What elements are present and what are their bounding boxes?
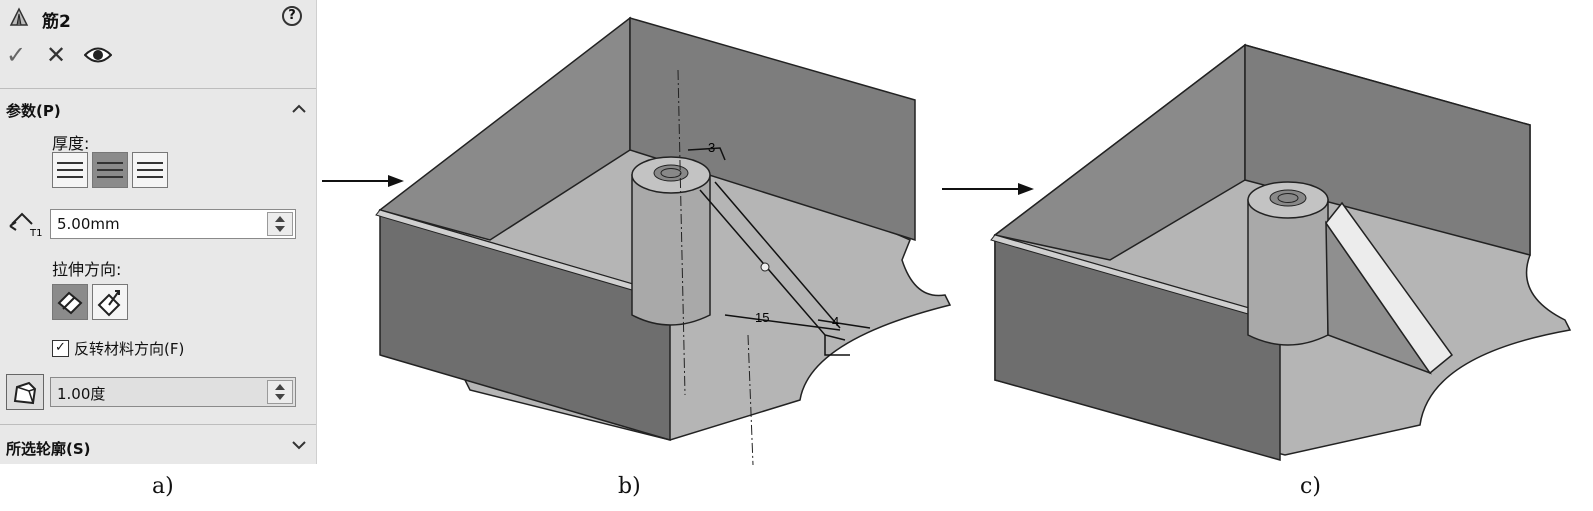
- thickness-input[interactable]: 5.00mm: [50, 209, 296, 239]
- dimension-15: 15: [755, 310, 769, 325]
- close-icon[interactable]: ✕: [46, 41, 67, 69]
- thickness-icon: T1: [9, 212, 42, 238]
- draft-angle-spinner[interactable]: [267, 380, 293, 404]
- draft-angle-input[interactable]: 1.00度: [50, 377, 296, 407]
- thickness-first-side-button[interactable]: [52, 152, 88, 188]
- flip-material-label: 反转材料方向(F): [74, 340, 185, 358]
- section-parameters-title[interactable]: 参数(P): [6, 102, 61, 120]
- panel-header: 筋2 ?: [0, 2, 316, 32]
- parallel-to-sketch-button[interactable]: [52, 284, 88, 320]
- section-selected-contours-title[interactable]: 所选轮廓(S): [6, 440, 91, 458]
- rib-sketch-lines: [687, 147, 871, 356]
- rib-feature-icon: [9, 7, 29, 26]
- centerline: [747, 334, 754, 466]
- rib-property-manager: 筋2 ? ✓ ✕ 参数(P) 厚度: T1 5.00mm 拉伸方向:: [0, 0, 317, 464]
- dimension-3: 3: [708, 140, 715, 155]
- boss-cylinder: [1247, 199, 1329, 346]
- svg-text:T1: T1: [29, 228, 42, 238]
- rib-sketch-view: 3 15 4: [375, 16, 952, 466]
- caption-b: b): [618, 474, 641, 499]
- panel-title: 筋2: [42, 12, 71, 32]
- divider: [0, 88, 316, 89]
- caption-c: c): [1300, 474, 1321, 499]
- thickness-mode-group: [52, 152, 172, 190]
- arrow-right-icon: [322, 175, 404, 187]
- normal-to-sketch-button[interactable]: [92, 284, 128, 320]
- right-wall: [629, 17, 916, 242]
- centerline: [677, 69, 686, 396]
- rib-top-face: [1325, 201, 1454, 375]
- thickness-value: 5.00mm: [57, 215, 120, 233]
- draft-angle-value: 1.00度: [57, 385, 106, 403]
- extrude-direction-label: 拉伸方向:: [52, 260, 122, 279]
- extrude-direction-group: [52, 284, 128, 320]
- rib-result-view: [990, 43, 1572, 461]
- caption-a: a): [152, 474, 174, 499]
- boss-cylinder: [631, 174, 711, 326]
- eye-icon[interactable]: [84, 45, 112, 65]
- dimension-4: 4: [832, 314, 839, 329]
- chevron-down-icon[interactable]: [290, 436, 308, 454]
- thickness-second-side-button[interactable]: [132, 152, 168, 188]
- draft-icon[interactable]: [6, 374, 44, 410]
- right-wall: [1244, 44, 1531, 256]
- thickness-label: 厚度:: [52, 134, 90, 153]
- thickness-both-sides-button[interactable]: [92, 152, 128, 188]
- checkmark-icon[interactable]: ✓: [6, 41, 27, 69]
- thickness-spinner[interactable]: [267, 212, 293, 236]
- flip-material-checkbox[interactable]: ✓: [52, 340, 69, 357]
- chevron-up-icon[interactable]: [290, 100, 308, 118]
- divider: [0, 424, 316, 425]
- arrow-right-icon: [942, 183, 1034, 195]
- help-icon[interactable]: ?: [282, 6, 302, 26]
